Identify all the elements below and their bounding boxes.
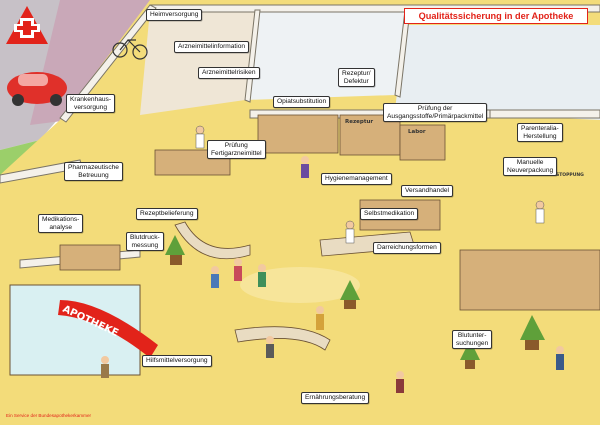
label-parenteralia: Parenteralia- Herstellung bbox=[517, 123, 563, 143]
label-blutuntersuchungen: Blutunter- suchungen bbox=[452, 330, 493, 350]
label-rezeptur-defektur: Rezeptur/ Defektur bbox=[338, 68, 375, 88]
label-medikationsanalyse: Medikations- analyse bbox=[38, 214, 84, 234]
shelf-sign-labor: Labor bbox=[408, 129, 426, 135]
shelf-right-low bbox=[459, 249, 600, 311]
label-pruefung-ausgangsstoffe: Prüfung der Ausgangsstoffe/Primärpackmit… bbox=[383, 103, 488, 123]
label-blutdruckmessung: Blutdruck- messung bbox=[126, 232, 164, 252]
footer-credit: Ein Service der Bundesapothekerkammer bbox=[6, 413, 92, 418]
label-arzneimittelrisiken: Arzneimittelrisiken bbox=[198, 67, 260, 79]
shelf-left-2 bbox=[59, 244, 121, 271]
shelf-opiate bbox=[257, 114, 339, 154]
person-icon bbox=[535, 200, 545, 224]
person-icon bbox=[211, 266, 219, 288]
label-heimversorgung: Heimversorgung bbox=[146, 9, 203, 21]
label-arzneimittelinformation: Arzneimittelinformation bbox=[174, 41, 250, 53]
label-krankenhausversorgung: Krankenhaus- versorgung bbox=[66, 94, 116, 114]
person-icon bbox=[258, 264, 266, 287]
person-icon bbox=[301, 156, 309, 178]
potted-plant-icon bbox=[460, 340, 480, 369]
apotheke-a-icon bbox=[6, 6, 48, 44]
label-manuelle-neuverpackung: Manuelle Neuverpackung bbox=[503, 157, 558, 177]
shelf-sign-right: STOPPUNG bbox=[556, 172, 584, 178]
label-rezeptbelieferung: Rezeptbelieferung bbox=[136, 208, 198, 220]
label-opiatsubstitution: Opiatsubstitution bbox=[273, 96, 331, 108]
page-title: Qualitätssicherung in der Apotheke bbox=[404, 8, 588, 24]
label-hilfsmittelversorgung: Hilfsmittelversorgung bbox=[142, 355, 212, 367]
lab-room-right bbox=[395, 25, 600, 120]
label-ernaehrungsberatung: Ernährungsberatung bbox=[301, 392, 370, 404]
person-icon bbox=[396, 371, 404, 393]
person-icon bbox=[345, 220, 355, 244]
person-icon bbox=[195, 125, 205, 149]
label-hygienemanagement: Hygienemanagement bbox=[321, 173, 392, 185]
car-icon bbox=[7, 72, 67, 106]
person-icon bbox=[234, 258, 242, 281]
person-icon bbox=[316, 306, 324, 330]
lab-room-left bbox=[245, 10, 405, 100]
store-room bbox=[140, 10, 255, 115]
apotheke-logo bbox=[4, 4, 50, 46]
potted-plant-icon bbox=[165, 235, 185, 265]
wall-mid-1 bbox=[244, 9, 261, 103]
label-pruefung-fertigarzneimittel: Prüfung Fertigarzneimittel bbox=[207, 140, 266, 160]
person-icon bbox=[556, 346, 564, 370]
person-icon bbox=[101, 356, 109, 378]
label-versandhandel: Versandhandel bbox=[401, 185, 453, 197]
potted-plant-icon bbox=[340, 280, 360, 309]
bicycle-icon bbox=[112, 39, 148, 60]
person-icon bbox=[266, 336, 274, 358]
counter-front bbox=[174, 221, 251, 259]
storefront-sign-bg bbox=[58, 300, 158, 358]
label-selbstmedikation: Selbstmedikation bbox=[360, 208, 419, 220]
counter-bottom bbox=[234, 326, 331, 351]
label-darreichungsformen: Darreichungsformen bbox=[373, 242, 441, 254]
floor-rug bbox=[240, 267, 360, 303]
shelf-back-mid bbox=[399, 124, 446, 161]
wall-right-lab bbox=[489, 109, 600, 119]
label-pharmazeutische-betreuung: Pharmazeutische Betreuung bbox=[64, 162, 123, 182]
shelf-sign-rezeptur: Rezeptur bbox=[345, 119, 373, 125]
potted-plant-icon bbox=[520, 315, 545, 350]
